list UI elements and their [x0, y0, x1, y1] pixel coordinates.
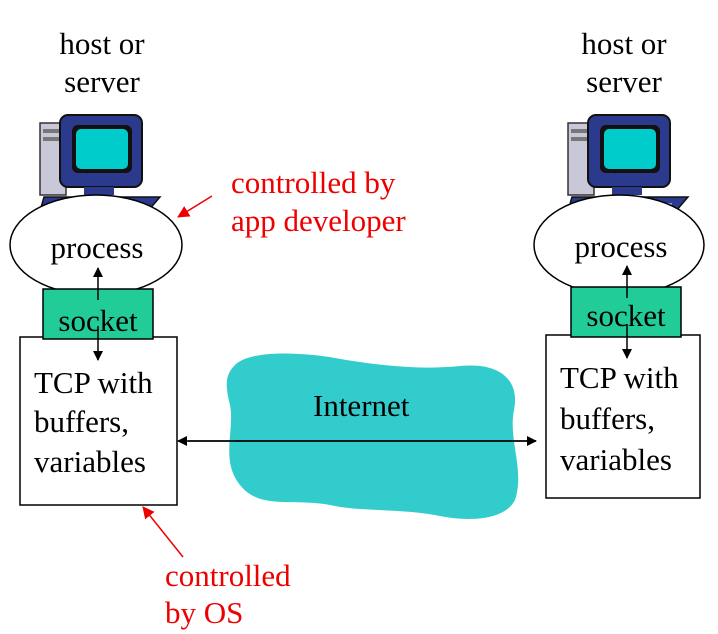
left-process-label: process	[50, 230, 144, 265]
left-host-label-line1: host or	[59, 26, 145, 61]
left-tcp-line3: variables	[34, 444, 146, 479]
right-socket-label: socket	[586, 298, 666, 333]
tcp-box	[545, 334, 701, 499]
left-tcp-line2: buffers,	[34, 404, 129, 439]
left-socket-label: socket	[58, 303, 138, 338]
tcp-box	[19, 336, 178, 506]
os-annotation-line1: controlled	[165, 558, 291, 593]
os-annotation-line2: by OS	[165, 595, 244, 630]
right-tcp-line1: TCP with	[560, 360, 679, 395]
right-tcp-line3: variables	[560, 442, 672, 477]
app-developer-annotation-line1: controlled by	[231, 165, 396, 200]
app-developer-annotation-line2: app developer	[231, 203, 406, 238]
right-host-label-line1: host or	[581, 26, 667, 61]
left-tcp-line1: TCP with	[34, 365, 153, 400]
computer-icon	[567, 114, 690, 212]
socket-box	[570, 286, 682, 338]
right-tcp-line2: buffers,	[560, 401, 655, 436]
internet-cloud	[226, 353, 519, 519]
internet-label: Internet	[313, 388, 410, 423]
right-host-label-line2: server	[586, 64, 662, 99]
right-process-label: process	[574, 229, 668, 264]
left-host-label-line2: server	[64, 64, 140, 99]
